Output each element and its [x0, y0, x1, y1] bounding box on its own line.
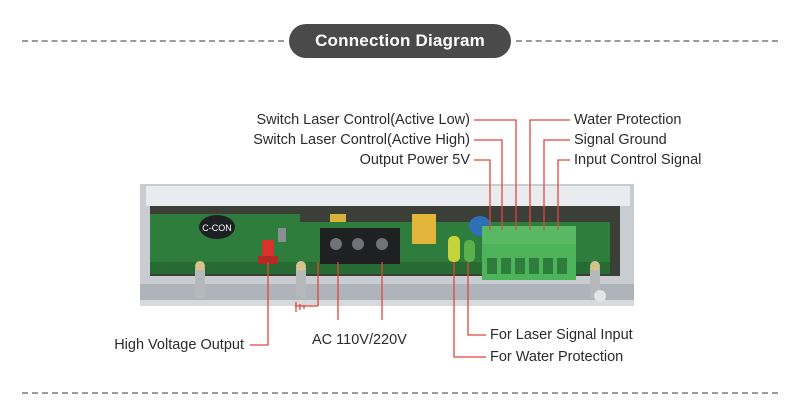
leader-signal-ground — [543, 139, 570, 230]
casing-base — [140, 284, 634, 304]
label-output-power-5v: Output Power 5V — [359, 152, 470, 168]
screw-icon — [594, 290, 606, 302]
label-input-control-signal: Input Control Signal — [574, 152, 702, 168]
leader-for-water-protection — [453, 262, 486, 358]
leader-laser-signal-input — [467, 262, 486, 336]
label-ac-input: AC 110V/220V — [312, 332, 407, 348]
casing-edge — [140, 300, 634, 306]
signal-terminal-slots — [487, 258, 567, 274]
capacitor — [199, 215, 235, 239]
screw-icon — [296, 261, 306, 271]
component — [330, 214, 346, 222]
component — [278, 228, 286, 242]
standoff — [296, 268, 306, 298]
high-voltage-connector — [262, 240, 274, 260]
high-voltage-base — [258, 256, 278, 264]
signal-terminal-top — [482, 226, 576, 244]
component — [412, 214, 436, 244]
logo-text: C-CON — [202, 223, 232, 233]
screw-icon — [195, 261, 205, 271]
terminal-screw-icon — [330, 238, 342, 250]
led-yellow — [448, 236, 460, 262]
leader-input-control — [557, 159, 570, 230]
label-high-voltage-output: High Voltage Output — [114, 337, 244, 353]
leader-high-voltage — [250, 262, 269, 346]
terminal-screw-icon — [352, 238, 364, 250]
screw-icon — [590, 261, 600, 271]
leader-switch-low — [474, 119, 517, 230]
standoff — [195, 268, 205, 298]
leader-water-protection — [529, 119, 570, 230]
label-signal-ground: Signal Ground — [574, 132, 667, 148]
label-switch-laser-active-low: Switch Laser Control(Active Low) — [256, 112, 470, 128]
label-for-laser-signal-input: For Laser Signal Input — [490, 327, 633, 343]
label-for-water-protection: For Water Protection — [490, 349, 624, 365]
top-right-divider — [516, 40, 778, 42]
terminal-screw-icon — [376, 238, 388, 250]
label-switch-laser-active-high: Switch Laser Control(Active High) — [253, 132, 470, 148]
led-green — [464, 240, 475, 262]
page-title: Connection Diagram — [289, 24, 511, 58]
leader-output-5v — [474, 159, 491, 230]
bottom-divider — [22, 392, 778, 394]
ground-symbol-icon — [295, 262, 319, 312]
standoff — [590, 268, 600, 298]
top-left-divider — [22, 40, 284, 42]
casing-top — [146, 186, 630, 206]
label-water-protection: Water Protection — [574, 112, 682, 128]
leader-switch-high — [474, 139, 503, 230]
